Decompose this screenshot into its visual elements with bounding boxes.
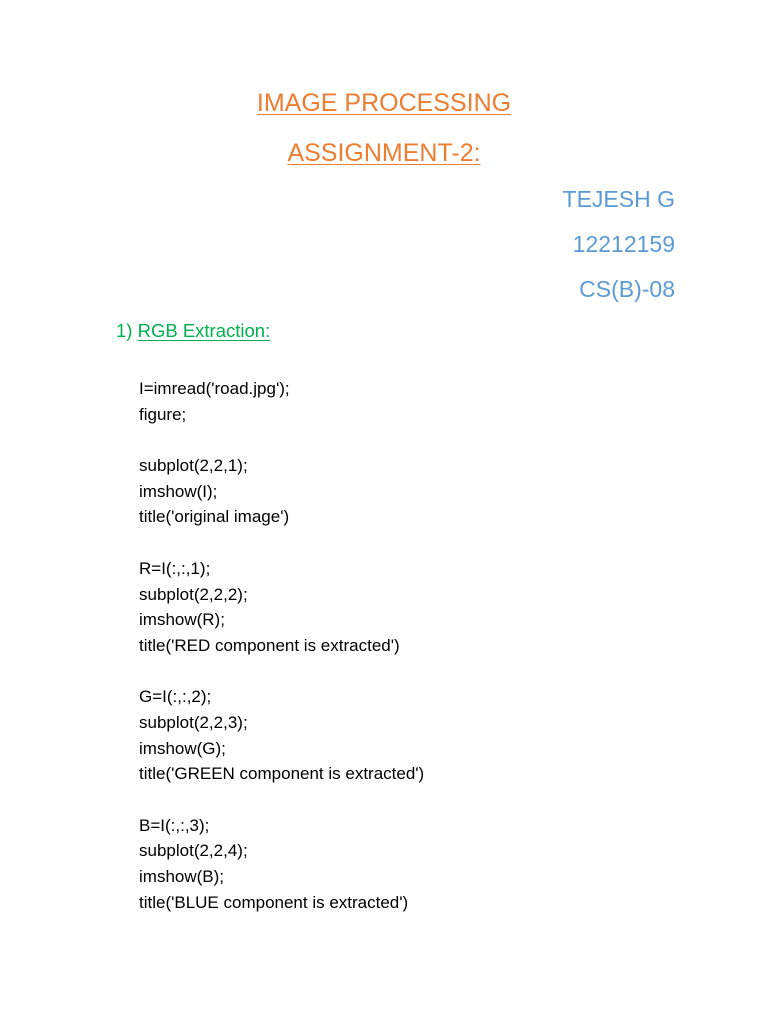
document-title: IMAGE PROCESSING	[256, 89, 512, 117]
code-line: imshow(I);	[139, 481, 218, 501]
code-line: subplot(2,2,3);	[139, 712, 248, 732]
code-line: subplot(2,2,4);	[139, 841, 248, 861]
code-line: G=I(:,:,2);	[139, 687, 212, 707]
code-line: subplot(2,2,1);	[139, 456, 248, 476]
section-heading-text: RGB Extraction:	[137, 320, 271, 341]
code-line: figure;	[139, 404, 187, 424]
blank-line	[139, 427, 424, 453]
code-line: title('GREEN component is extracted')	[139, 764, 425, 784]
author-id: 12212159	[572, 231, 675, 257]
code-line: imshow(B);	[139, 867, 225, 887]
code-line: R=I(:,:,1);	[139, 558, 211, 578]
document-subtitle: ASSIGNMENT-2:	[287, 139, 481, 167]
blank-line	[139, 659, 424, 685]
code-line: title('original image')	[139, 507, 290, 527]
code-line: title('RED component is extracted')	[139, 635, 400, 655]
code-line: I=imread('road.jpg');	[139, 379, 290, 398]
section-number: 1)	[116, 320, 133, 341]
code-block: I=imread('road.jpg'); figure; subplot(2,2,…	[139, 376, 424, 915]
code-line: subplot(2,2,2);	[139, 584, 248, 604]
code-line: B=I(:,:,3);	[139, 815, 210, 835]
section-heading: 1) RGB Extraction:	[116, 320, 270, 342]
code-line: title('BLUE component is extracted')	[139, 892, 409, 912]
blank-line	[139, 787, 424, 813]
code-line: imshow(R);	[139, 610, 225, 630]
author-name: TEJESH G	[562, 186, 675, 212]
blank-line	[139, 530, 424, 556]
code-line: imshow(G);	[139, 738, 226, 758]
author-section: CS(B)-08	[579, 276, 675, 302]
